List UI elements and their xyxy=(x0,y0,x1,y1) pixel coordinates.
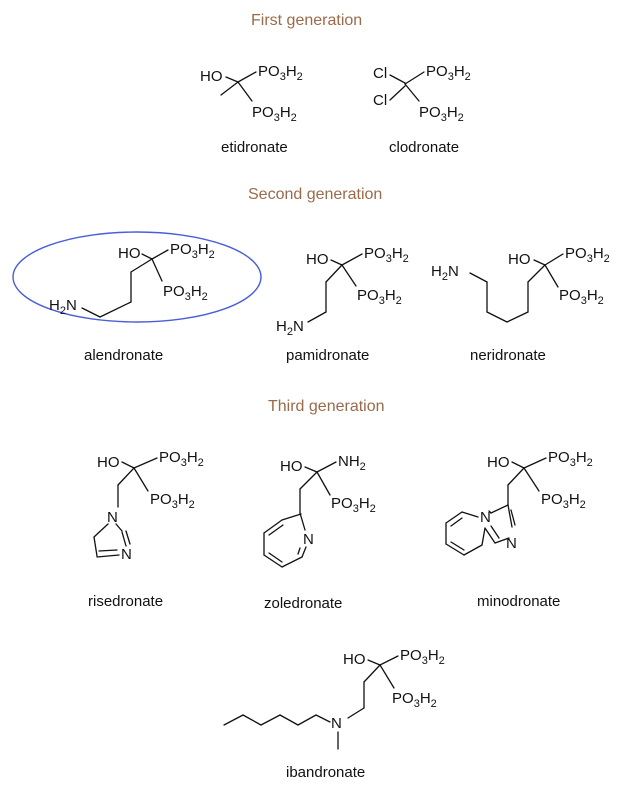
svg-text:HO: HO xyxy=(97,454,120,471)
pamidronate-structure: HO PO3H2 PO3H2 H2N xyxy=(276,245,409,338)
label-etidronate: etidronate xyxy=(221,139,288,156)
label-clodronate: clodronate xyxy=(389,139,460,156)
svg-text:PO3H2: PO3H2 xyxy=(331,495,376,515)
svg-text:HO: HO xyxy=(508,251,531,268)
svg-text:Cl: Cl xyxy=(373,65,387,82)
ibandronate-structure: HO PO3H2 PO3H2 N xyxy=(223,647,445,750)
heading-third-generation: Third generation xyxy=(268,398,385,415)
clodronate-structure: Cl Cl PO3H2 PO3H2 xyxy=(373,63,471,124)
minodronate-structure: HO PO3H2 PO3H2 N N xyxy=(445,449,593,556)
svg-text:PO3H2: PO3H2 xyxy=(170,241,215,261)
svg-text:PO3H2: PO3H2 xyxy=(559,287,604,307)
svg-text:N: N xyxy=(107,509,118,526)
label-pamidronate: pamidronate xyxy=(286,347,370,364)
heading-second-generation: Second generation xyxy=(248,186,383,203)
svg-text:N: N xyxy=(303,531,314,548)
svg-text:HO: HO xyxy=(343,651,366,668)
alendronate-structure: HO PO3H2 PO3H2 H2N xyxy=(12,231,262,323)
risedronate-structure: HO PO3H2 PO3H2 N N xyxy=(93,449,204,563)
label-minodronate: minodronate xyxy=(477,593,561,610)
svg-text:PO3H2: PO3H2 xyxy=(541,491,586,511)
svg-text:PO3H2: PO3H2 xyxy=(400,647,445,667)
svg-text:PO3H2: PO3H2 xyxy=(548,449,593,469)
svg-text:PO3H2: PO3H2 xyxy=(426,63,471,83)
label-ibandronate: ibandronate xyxy=(286,764,366,781)
svg-text:Cl: Cl xyxy=(373,92,387,109)
neridronate-structure: HO PO3H2 PO3H2 H2N xyxy=(431,245,610,323)
svg-text:H2N: H2N xyxy=(276,318,304,338)
svg-text:HO: HO xyxy=(280,458,303,475)
svg-text:N: N xyxy=(121,546,132,563)
alendronate-highlight-ellipse xyxy=(12,231,262,323)
svg-text:N: N xyxy=(331,715,342,732)
svg-text:PO3H2: PO3H2 xyxy=(419,104,464,124)
etidronate-structure: HO PO3H2 PO3H2 xyxy=(200,63,303,124)
svg-text:PO3H2: PO3H2 xyxy=(357,287,402,307)
svg-text:PO3H2: PO3H2 xyxy=(565,245,610,265)
svg-text:H2N: H2N xyxy=(431,263,459,283)
svg-text:N: N xyxy=(506,535,517,552)
zoledronate-structure: HO NH2 PO3H2 N xyxy=(263,453,376,568)
svg-text:NH2: NH2 xyxy=(338,453,366,473)
label-zoledronate: zoledronate xyxy=(264,595,343,612)
svg-text:PO3H2: PO3H2 xyxy=(364,245,409,265)
label-risedronate: risedronate xyxy=(88,593,164,610)
svg-text:HO: HO xyxy=(118,245,141,262)
svg-text:HO: HO xyxy=(487,454,510,471)
svg-text:H2N: H2N xyxy=(49,297,77,317)
svg-text:HO: HO xyxy=(306,251,329,268)
svg-text:PO3H2: PO3H2 xyxy=(392,690,437,710)
label-neridronate: neridronate xyxy=(470,347,546,364)
svg-text:PO3H2: PO3H2 xyxy=(252,104,297,124)
svg-text:PO3H2: PO3H2 xyxy=(258,63,303,83)
svg-text:PO3H2: PO3H2 xyxy=(150,491,195,511)
svg-text:HO: HO xyxy=(200,68,223,85)
svg-text:PO3H2: PO3H2 xyxy=(159,449,204,469)
svg-text:PO3H2: PO3H2 xyxy=(163,283,208,303)
heading-first-generation: First generation xyxy=(251,12,363,29)
svg-text:N: N xyxy=(480,509,491,526)
label-alendronate: alendronate xyxy=(84,347,164,364)
